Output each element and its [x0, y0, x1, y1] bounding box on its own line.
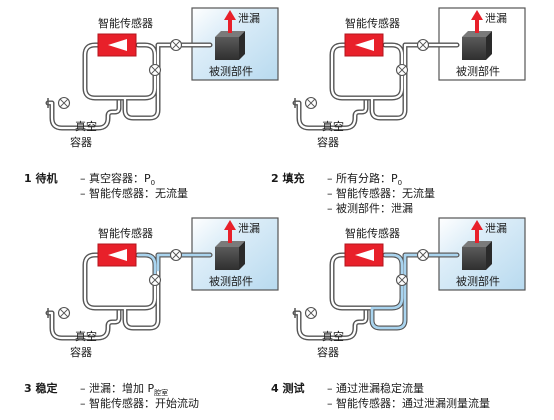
vessel-label-line2: 容器	[317, 345, 339, 359]
sensor-label: 智能传感器	[345, 16, 400, 30]
vessel-label-line1: 真空	[75, 329, 97, 343]
leak-label: 泄漏	[485, 12, 507, 25]
vessel-valve	[57, 306, 71, 320]
vessel-label-line1: 真空	[322, 119, 344, 133]
sensor-arrow-icon	[108, 249, 127, 261]
leak-label: 泄漏	[238, 12, 260, 25]
sensor-label: 智能传感器	[345, 226, 400, 240]
leak-arrow-icon	[471, 220, 483, 243]
flow-highlight	[370, 253, 459, 330]
leak-arrow-icon	[471, 10, 483, 33]
leak-arrow-icon	[224, 220, 236, 243]
sensor-label: 智能传感器	[98, 16, 153, 30]
step-detail-line: – 泄漏：增加 P腔室	[80, 381, 168, 397]
sensor-arrow-icon	[355, 249, 374, 261]
sensor-arrow-icon	[108, 39, 127, 51]
leak-label: 泄漏	[485, 222, 507, 235]
test-part-label: 被测部件	[456, 274, 500, 288]
bypass-valve	[395, 273, 409, 287]
vessel-label-line1: 真空	[75, 119, 97, 133]
test-part-cube-icon	[462, 31, 492, 60]
step-title: 3 稳定	[24, 381, 58, 395]
vessel-label-line2: 容器	[317, 135, 339, 149]
bypass-valve	[395, 63, 409, 77]
vessel-label-line2: 容器	[70, 135, 92, 149]
vessel-label-line1: 真空	[322, 329, 344, 343]
flow-highlight-chamber	[156, 253, 212, 272]
vessel-valve	[304, 306, 318, 320]
step-detail-line: – 智能传感器：无流量	[327, 186, 435, 200]
sensor-arrow-icon	[355, 39, 374, 51]
step-detail-line: – 真空容器：P0	[80, 171, 155, 187]
step-title: 4 测试	[271, 381, 305, 395]
step-detail-line: – 智能传感器：无流量	[80, 186, 188, 200]
leak-label: 泄漏	[238, 222, 260, 235]
test-part-cube-icon	[215, 241, 245, 270]
bypass-valve	[148, 273, 162, 287]
leak-arrow-icon	[224, 10, 236, 33]
step-detail-line: – 所有分路：P0	[327, 171, 402, 187]
vessel-label-line2: 容器	[70, 345, 92, 359]
bypass-valve	[148, 63, 162, 77]
step-title: 1 待机	[24, 171, 58, 185]
chamber-valve	[169, 248, 183, 262]
step-detail-line: – 被测部件：泄漏	[327, 201, 413, 215]
vessel-valve	[57, 96, 71, 110]
chamber-valve	[416, 248, 430, 262]
test-part-cube-icon	[462, 241, 492, 270]
test-part-label: 被测部件	[209, 274, 253, 288]
step-detail-line: – 智能传感器：开始流动	[80, 396, 199, 410]
flow-highlight	[136, 253, 157, 282]
step-detail-line: – 通过泄漏稳定流量	[327, 381, 424, 395]
smart-sensor	[344, 243, 384, 267]
smart-sensor	[344, 33, 384, 57]
chamber-valve	[416, 38, 430, 52]
test-part-label: 被测部件	[456, 64, 500, 78]
smart-sensor	[97, 33, 137, 57]
vessel-valve	[304, 96, 318, 110]
test-part-label: 被测部件	[209, 64, 253, 78]
test-part-cube-icon	[215, 31, 245, 60]
step-detail-line: – 智能传感器：通过泄漏测量流量	[327, 396, 490, 410]
smart-sensor	[97, 243, 137, 267]
chamber-valve	[169, 38, 183, 52]
sensor-label: 智能传感器	[98, 226, 153, 240]
step-title: 2 填充	[271, 171, 305, 185]
